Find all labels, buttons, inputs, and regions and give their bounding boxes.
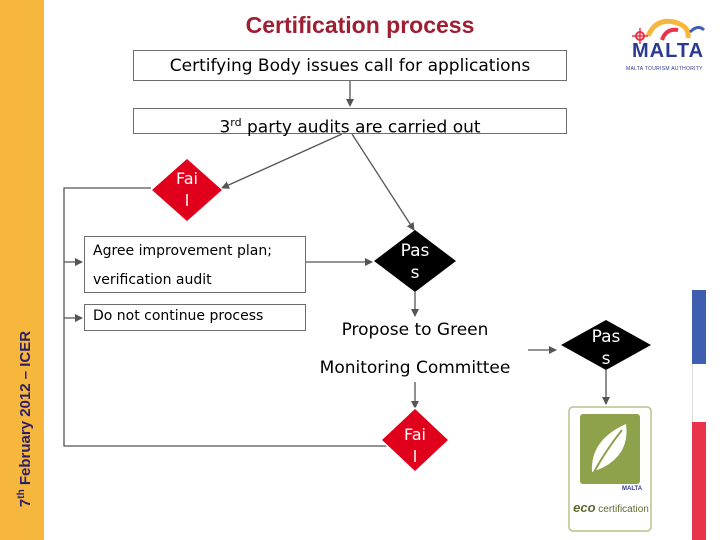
eco-certification-badge <box>568 406 652 532</box>
line-fail-left <box>63 187 416 450</box>
accent-bar-blue <box>692 290 706 364</box>
accent-bar-red <box>692 422 706 540</box>
logo-wordmark: MALTA <box>632 40 705 62</box>
node-third-party-audits: 3rd party audits are carried out <box>133 108 567 138</box>
malta-logo-icon <box>632 18 706 44</box>
arrow-audit-to-fail <box>221 133 343 189</box>
page-title: Certification process <box>245 12 475 38</box>
leaf-icon <box>591 424 627 473</box>
improve-line-1: Agree improvement plan; <box>93 243 272 259</box>
node-call-for-applications: Certifying Body issues call for applicat… <box>133 50 567 81</box>
fail-top-label: Fai l <box>176 169 198 210</box>
decision-pass-right <box>561 320 651 370</box>
badge-brand: MALTA <box>622 486 643 492</box>
propose-line-1: Propose to Green <box>341 320 489 340</box>
pass-mid-label: Pas s <box>400 241 430 283</box>
decision-fail-top <box>149 156 225 224</box>
decision-pass-mid <box>374 230 456 292</box>
node-improvement-plan: Agree improvement plan; verification aud… <box>84 236 306 293</box>
accent-bar-white <box>692 364 706 422</box>
logo-tagline: MALTA TOURISM AUTHORITY <box>626 66 703 72</box>
arrow-audit-to-pass <box>351 133 415 231</box>
sidebar-band <box>0 0 44 540</box>
improve-line-2: verification audit <box>93 272 212 288</box>
badge-caption: eco certification <box>573 500 649 515</box>
propose-line-2: Monitoring Committee <box>319 358 511 378</box>
pass-right-label: Pas s <box>591 327 621 369</box>
node-do-not-continue: Do not continue process <box>84 304 306 331</box>
node-propose-committee: Propose to Green Monitoring Committee <box>302 318 528 382</box>
decision-fail-bottom <box>379 406 451 474</box>
fail-bottom-label: Fai l <box>404 425 426 466</box>
